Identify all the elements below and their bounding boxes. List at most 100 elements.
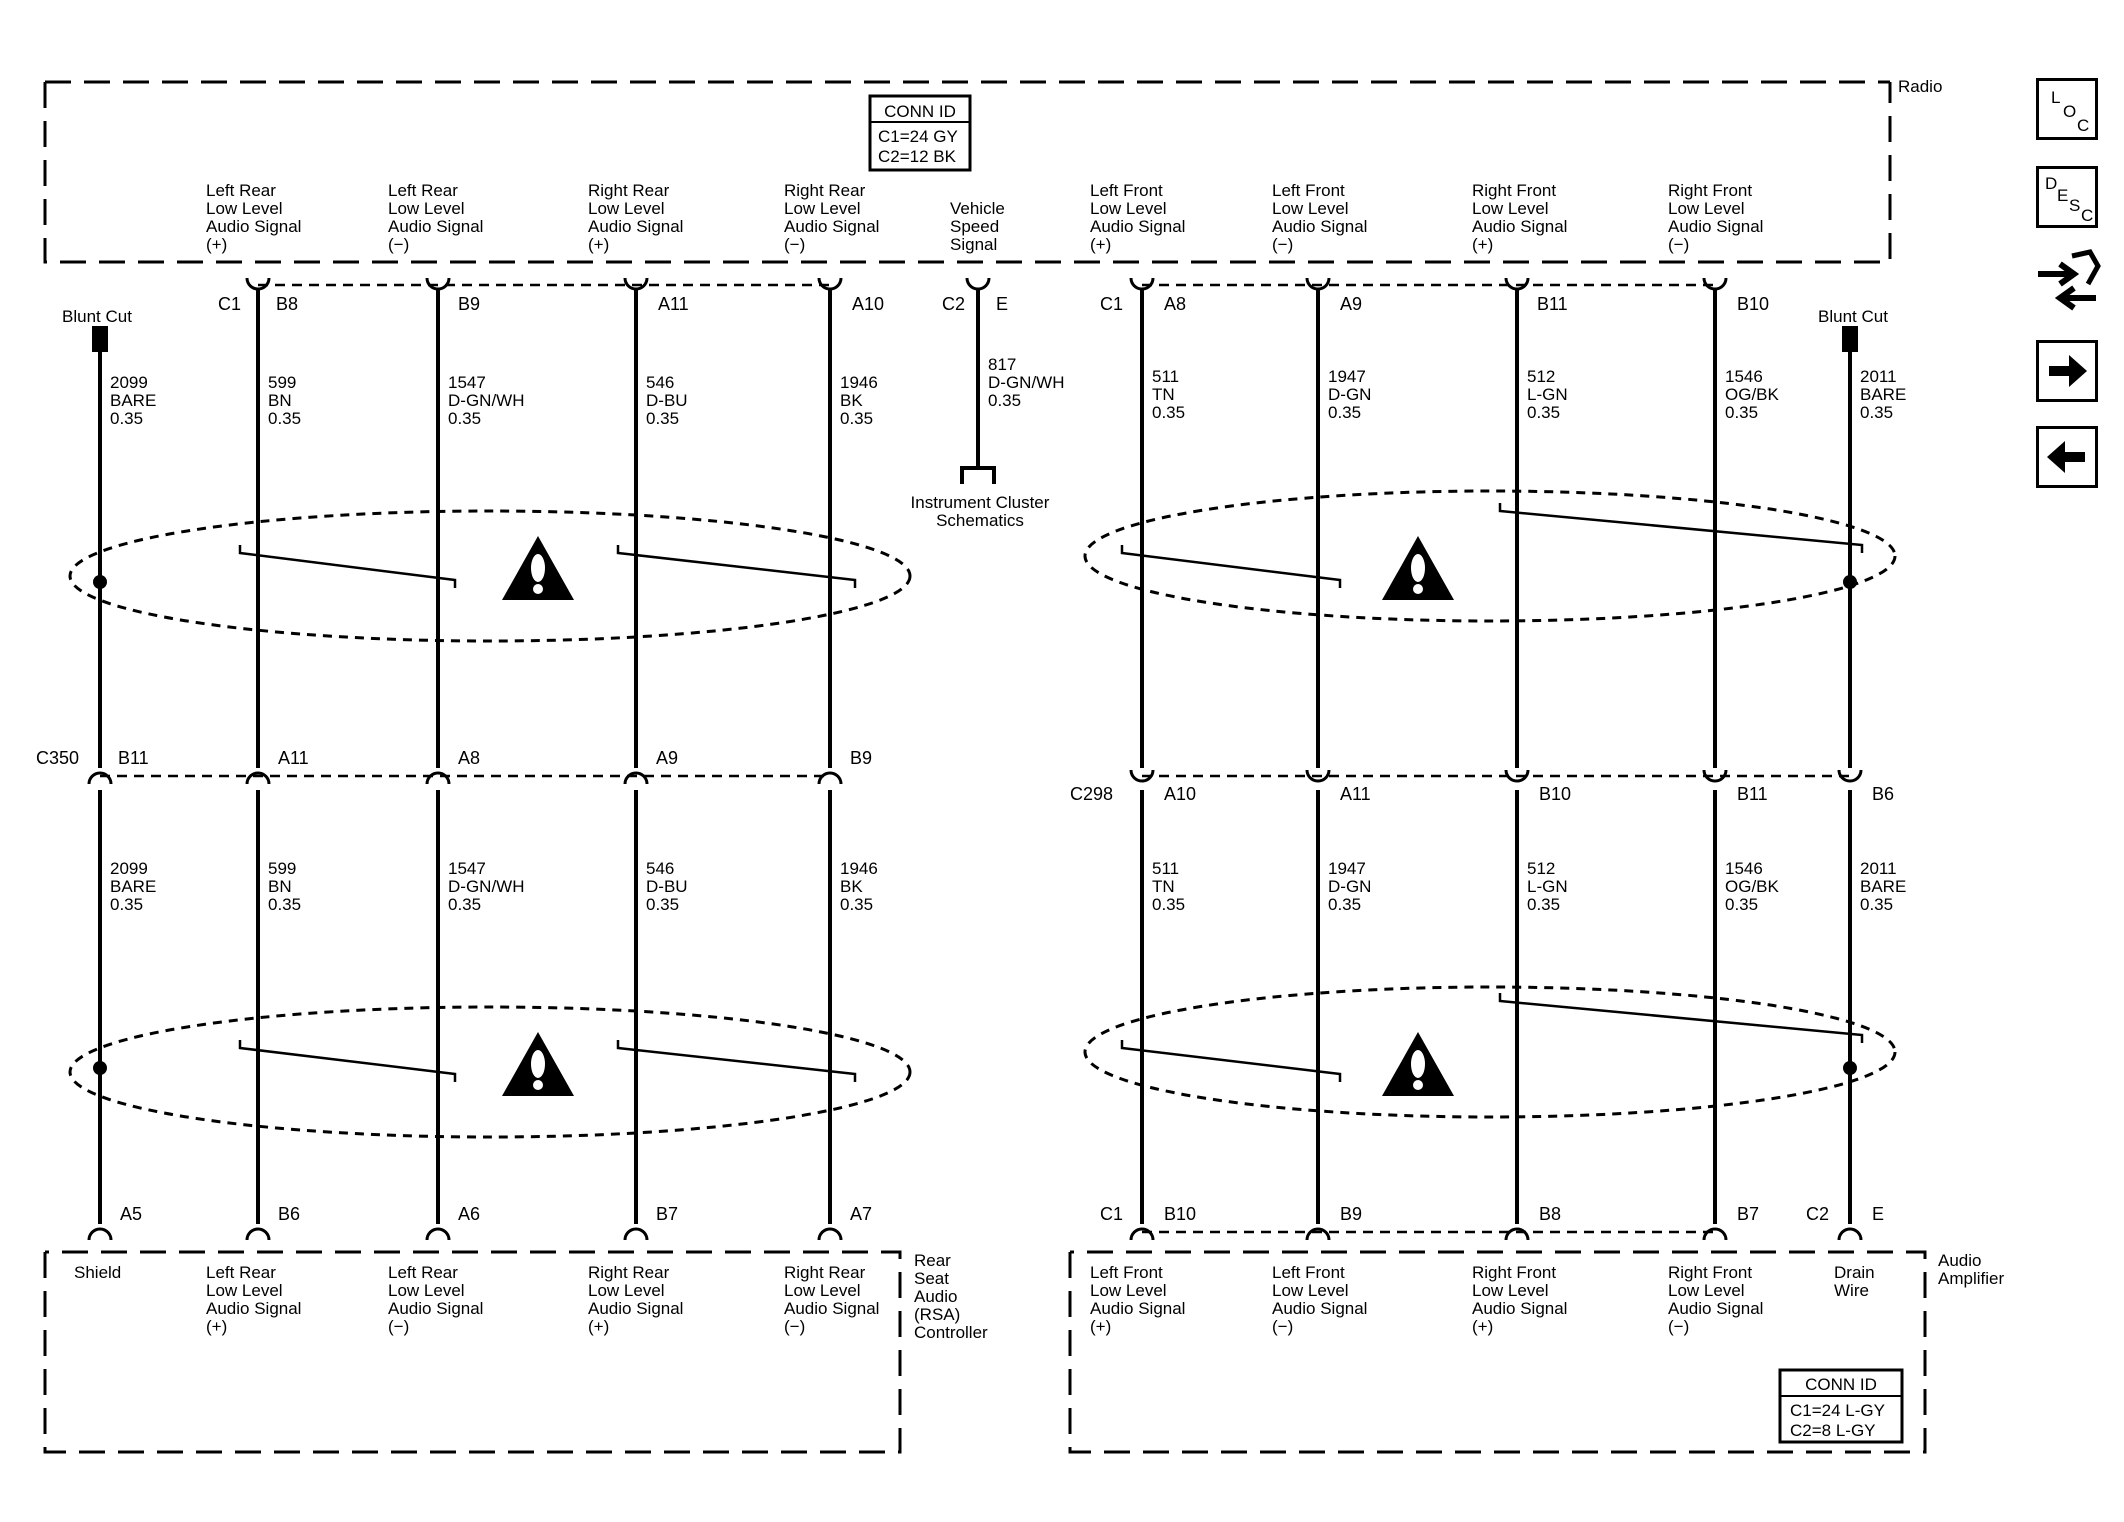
radio-pin-b8: B8 [276, 294, 298, 314]
rsa-pin-cavity-1 [245, 1227, 271, 1241]
blunt-cut-left-label: Blunt Cut [62, 307, 132, 326]
desc-letter-c: C [2081, 206, 2094, 225]
amp-conn-id-box [1778, 1368, 1904, 1444]
connector-swap-icon[interactable] [2032, 244, 2102, 322]
rsa-pin-cavity-4 [817, 1227, 843, 1241]
amplifier-box [1068, 1250, 1927, 1454]
rsa-pin-b7: B7 [656, 1204, 678, 1224]
rsa-pin-cavity-2 [425, 1227, 451, 1241]
radio-pin-b11: B11 [1537, 294, 1568, 314]
c350-pin-b11: B11 [118, 748, 149, 768]
radio-pin-e: E [996, 294, 1008, 314]
rsa-pin-a7: A7 [850, 1204, 872, 1224]
twist-upper-right-a [1120, 545, 1342, 588]
amp-pin-b8: B8 [1539, 1204, 1561, 1224]
c350-pin-a9: A9 [656, 748, 678, 768]
rsa-pin-a5: A5 [120, 1204, 142, 1224]
warning-icon-upper-left [502, 536, 574, 600]
warning-icon-lower-right [1382, 1032, 1454, 1096]
amp-connector-c1: C1 [1100, 1204, 1123, 1224]
c350-cavity-2 [425, 771, 451, 785]
swap-arrows-icon [2038, 249, 2101, 311]
radio-conn-id-box [868, 94, 972, 172]
twist-lower-right-b [1498, 993, 1864, 1043]
splice-right-lower [1843, 1061, 1857, 1075]
radio-pin-cavity-1 [425, 277, 451, 291]
amp-pin-b9: B9 [1340, 1204, 1362, 1224]
arrow-right-icon [2049, 355, 2087, 387]
radio-pin-cavity-2 [623, 277, 649, 291]
next-page-button[interactable] [2036, 340, 2098, 402]
c350-cavity-1 [245, 771, 271, 785]
radio-pin-b10: B10 [1737, 294, 1769, 314]
c350-label: C350 [36, 748, 79, 768]
radio-pin-cavity-5 [1129, 277, 1155, 291]
rsa-pin-b6: B6 [278, 1204, 300, 1224]
c298-cavity-0 [1129, 769, 1155, 783]
previous-page-button[interactable] [2036, 426, 2098, 488]
loc-letter-c: C [2077, 116, 2090, 135]
desc-button[interactable]: D E S C [2036, 166, 2098, 228]
twist-lower-left-b [616, 1040, 857, 1082]
amp-pin-b7: B7 [1737, 1204, 1759, 1224]
shield-ellipse-upper-right [1083, 489, 1897, 623]
blunt-cut-left [92, 326, 108, 352]
c298-pin-b10: B10 [1539, 784, 1571, 804]
amp-connector-c2: C2 [1806, 1204, 1829, 1224]
c350-pin-a11: A11 [278, 748, 309, 768]
loc-letter-l: L [2051, 88, 2061, 107]
radio-pin-b9: B9 [458, 294, 480, 314]
loc-button[interactable]: L O C [2036, 78, 2098, 140]
c298-pin-b11: B11 [1737, 784, 1768, 804]
radio-connector-c1-left: C1 [218, 294, 241, 314]
rsa-pin-cavity-3 [623, 1227, 649, 1241]
splice-right-upper [1843, 575, 1857, 589]
arrow-left-icon [2047, 441, 2085, 473]
twist-upper-left-a [238, 545, 457, 588]
c350-cavity-3 [623, 771, 649, 785]
shield-ellipse-lower-left [68, 1005, 912, 1139]
radio-pin-a11: A11 [658, 294, 689, 314]
amp-pin-cavity-2 [1504, 1227, 1530, 1241]
c298-pin-a10: A10 [1164, 784, 1196, 804]
c298-cavity-3 [1702, 769, 1728, 783]
desc-letter-e: E [2057, 186, 2069, 205]
amp-pin-cavity-1 [1305, 1227, 1331, 1241]
radio-pin-cavity-0 [245, 277, 271, 291]
warning-icon-lower-left [502, 1032, 574, 1096]
c350-pin-a8: A8 [458, 748, 480, 768]
blunt-cut-right [1842, 326, 1858, 352]
c350-cavity-4 [817, 771, 843, 785]
